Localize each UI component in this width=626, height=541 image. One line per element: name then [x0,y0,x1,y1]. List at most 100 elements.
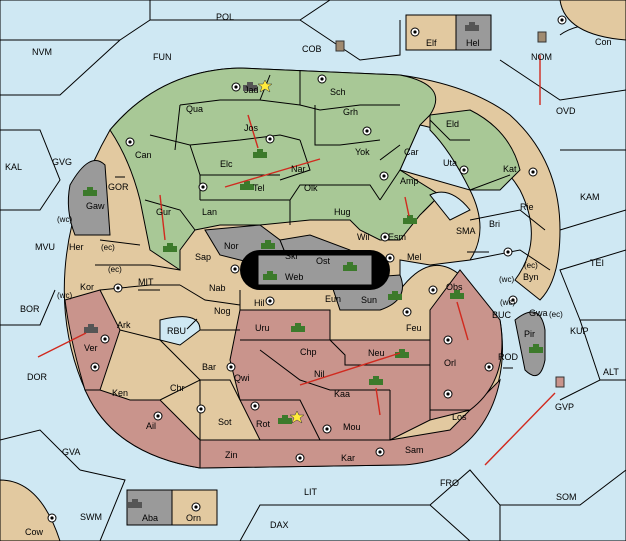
label-Gaw: Gaw [86,201,105,211]
province-Web[interactable] [257,254,373,286]
label-BOR: BOR [20,304,40,314]
red-territory [229,269,503,441]
region-labels: POL NVM FUN COB NOM Con OVD KAL GVG KAM … [5,12,619,537]
label-Ail: Ail [146,421,156,431]
label-Con: Con [595,37,612,47]
label-ALT: ALT [603,367,619,377]
label-Can: Can [135,150,152,160]
label-Kat: Kat [503,164,517,174]
province-Ver[interactable] [64,289,121,391]
label-GOR: GOR [108,182,129,192]
label-DOR: DOR [27,372,48,382]
unit-elc [253,149,267,158]
order-arrows [37,55,556,466]
unit-sap [163,243,177,252]
label-Chr: Chr [170,383,185,393]
label-KAL: KAL [5,162,22,172]
label-Cow: Cow [25,527,44,537]
coast-note-byn-ec: (ec) [524,261,538,270]
label-Kor: Kor [80,282,94,292]
label-Car: Car [404,147,419,157]
province-Pir[interactable] [514,311,546,377]
star-icon-rot [289,410,305,424]
label-Mel: Mel [407,252,422,262]
province-Gaw[interactable] [67,160,111,236]
label-Qwi: Qwi [234,373,250,383]
label-MIT: MIT [138,277,154,287]
label-Skr: Skr [285,251,299,261]
unit-jad [243,82,257,91]
label-Neu: Neu [368,348,385,358]
unit-ver [84,324,98,333]
label-Nab: Nab [209,283,226,293]
label-Yok: Yok [355,147,370,157]
label-KAM: KAM [580,192,600,202]
province-Ken-Ail[interactable] [84,389,201,469]
label-NOM: NOM [531,52,552,62]
label-Esm: Esm [388,232,406,242]
label-Nar: Nar [291,164,306,174]
label-Hil: Hil [254,298,265,308]
label-Her: Her [69,242,84,252]
label-MVU: MVU [35,242,55,252]
label-Tel: Tel [253,183,265,193]
label-Los: Los [452,412,467,422]
label-Pir: Pir [524,329,535,339]
label-COB: COB [302,44,322,54]
province-borders [95,70,551,441]
province-Hel[interactable] [455,14,492,51]
unit-uru [291,323,305,332]
unit-hel [465,22,479,31]
unit-nor [261,240,275,249]
province-Kat-region[interactable] [429,109,521,191]
label-KUP: KUP [570,326,589,336]
label-Qua: Qua [186,104,203,114]
label-Web: Web [285,272,303,282]
label-BUC: BUC [492,310,512,320]
label-LIT: LIT [304,487,318,497]
label-Amp: Amp [400,176,419,186]
label-TEI: TEI [590,258,604,268]
label-Kaa: Kaa [334,389,350,399]
label-Rie: Rie [520,202,534,212]
label-Elf: Elf [426,38,437,48]
label-Ark: Ark [117,320,131,330]
label-Hug: Hug [334,207,351,217]
label-GVA: GVA [62,447,80,457]
label-GVG: GVG [52,157,72,167]
unit-gvp [555,376,565,388]
label-POL: POL [216,12,234,22]
label-Lan: Lan [202,207,217,217]
label-Ver: Ver [84,343,98,353]
label-Nor: Nor [224,241,239,251]
label-Gwa: Gwa [529,308,548,318]
label-Jos: Jos [244,123,259,133]
label-Bri: Bri [489,219,500,229]
label-Ost: Ost [316,256,331,266]
label-SOM: SOM [556,492,577,502]
unit-esm [403,215,417,224]
label-OVD: OVD [556,106,576,116]
label-Jad: Jad [244,85,259,95]
supply-centers [47,15,567,523]
label-Chp: Chp [300,347,317,357]
coast-note-her-wc: (wc) [57,215,72,224]
unit-cob [335,40,345,52]
label-FRO: FRO [440,478,459,488]
unit-ost [343,262,357,271]
unit-sun [388,291,402,300]
label-Sam: Sam [405,445,424,455]
unit-pir [529,344,543,353]
label-ROD: ROD [498,352,519,362]
label-Sap: Sap [195,252,211,262]
label-Eld: Eld [446,119,459,129]
label-Bar: Bar [202,362,216,372]
label-Byn: Byn [523,272,539,282]
label-Hel: Hel [466,38,480,48]
label-Eun: Eun [325,294,341,304]
unit-gaw [83,187,97,196]
unit-neu [395,349,409,358]
coast-note-byn-wc: (wc) [499,275,514,284]
label-GVP: GVP [555,402,574,412]
